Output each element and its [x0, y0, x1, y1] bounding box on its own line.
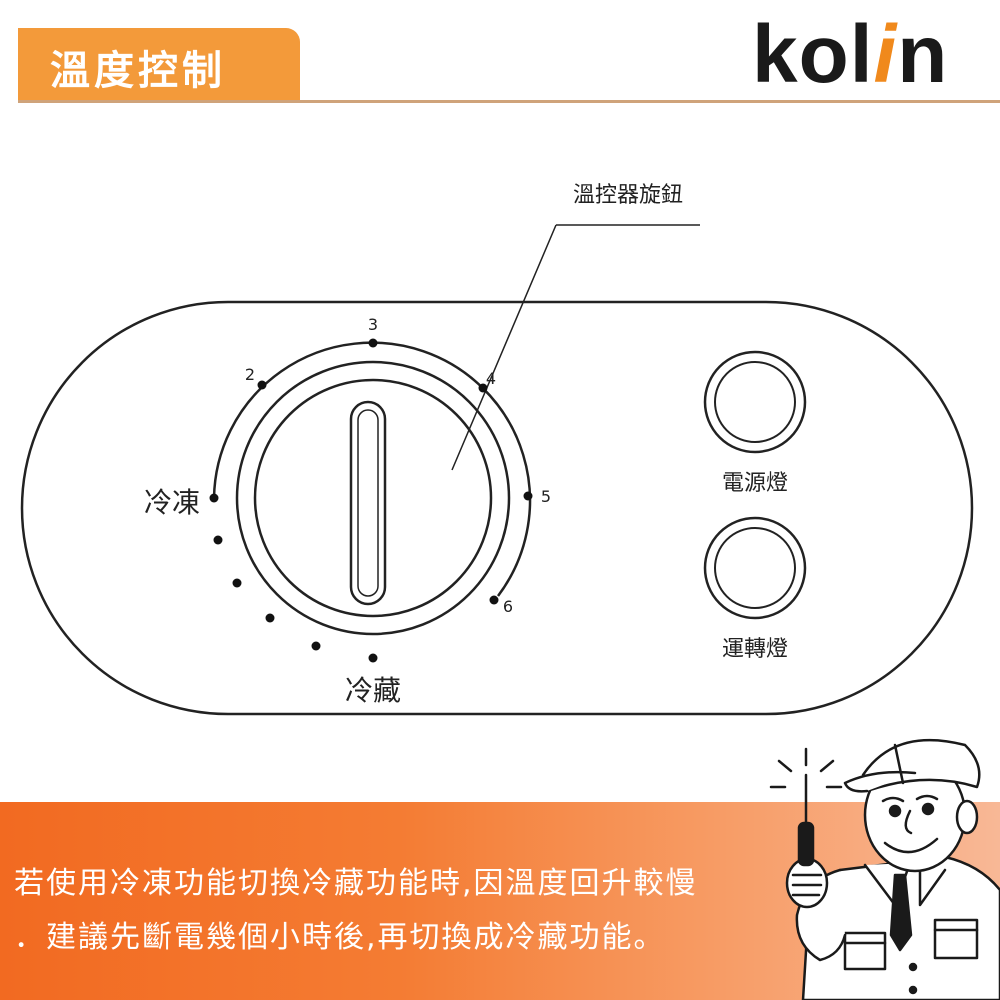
dial-dot-freeze: [209, 493, 219, 503]
running-light-label: 運轉燈: [722, 637, 788, 662]
freeze-mode-label: 冷凍: [144, 486, 200, 519]
dial-dot-3: [368, 338, 378, 348]
power-light-outer-ring: [703, 350, 807, 454]
dial-dot-2: [257, 380, 267, 390]
dial-dot-4: [478, 383, 488, 393]
dial-dot-6: [489, 595, 499, 605]
knob-grip-inner: [357, 409, 379, 597]
page-title: 溫度控制: [50, 48, 226, 94]
brand-logo: kolin: [752, 8, 948, 102]
running-light-outer-ring: [703, 516, 807, 620]
notice-text-line-2: ．建議先斷電幾個小時後,再切換成冷藏功能。: [14, 920, 666, 955]
notice-text-line-1: 若使用冷凍功能切換冷藏功能時,因溫度回升較慢: [14, 866, 698, 901]
control-panel-outline: [20, 300, 974, 716]
dial-dot: [265, 613, 275, 623]
technician-with-screwdriver-icon: [769, 738, 1000, 1000]
dial-dot: [311, 641, 321, 651]
power-light-label: 電源燈: [722, 471, 788, 496]
header-tab: [18, 28, 300, 100]
dial-dot-5: [523, 491, 533, 501]
knob-callout-label: 溫控器旋鈕: [573, 183, 683, 208]
dial-number-2: 2: [245, 365, 255, 384]
dial-dot: [213, 535, 223, 545]
knob-callout-leader: [451, 224, 557, 471]
knob-inner-ring: [253, 378, 493, 618]
dial-dot: [232, 578, 242, 588]
knob-grip: [349, 400, 387, 606]
header-divider: [18, 100, 1000, 103]
brand-logo-accent: i: [873, 9, 898, 100]
knob-outer-ring: [235, 360, 511, 636]
dial-dot-chill: [368, 653, 378, 663]
dial-number-6: 6: [503, 597, 513, 616]
brand-logo-prefix: kol: [752, 9, 874, 100]
brand-logo-suffix: n: [897, 9, 949, 100]
running-light: [714, 527, 796, 609]
dial-number-3: 3: [368, 315, 378, 334]
dial-number-4: 4: [486, 369, 496, 388]
dial-number-5: 5: [541, 487, 551, 506]
dial-arc: [212, 341, 532, 597]
chill-mode-label: 冷藏: [345, 674, 401, 707]
power-light: [714, 361, 796, 443]
